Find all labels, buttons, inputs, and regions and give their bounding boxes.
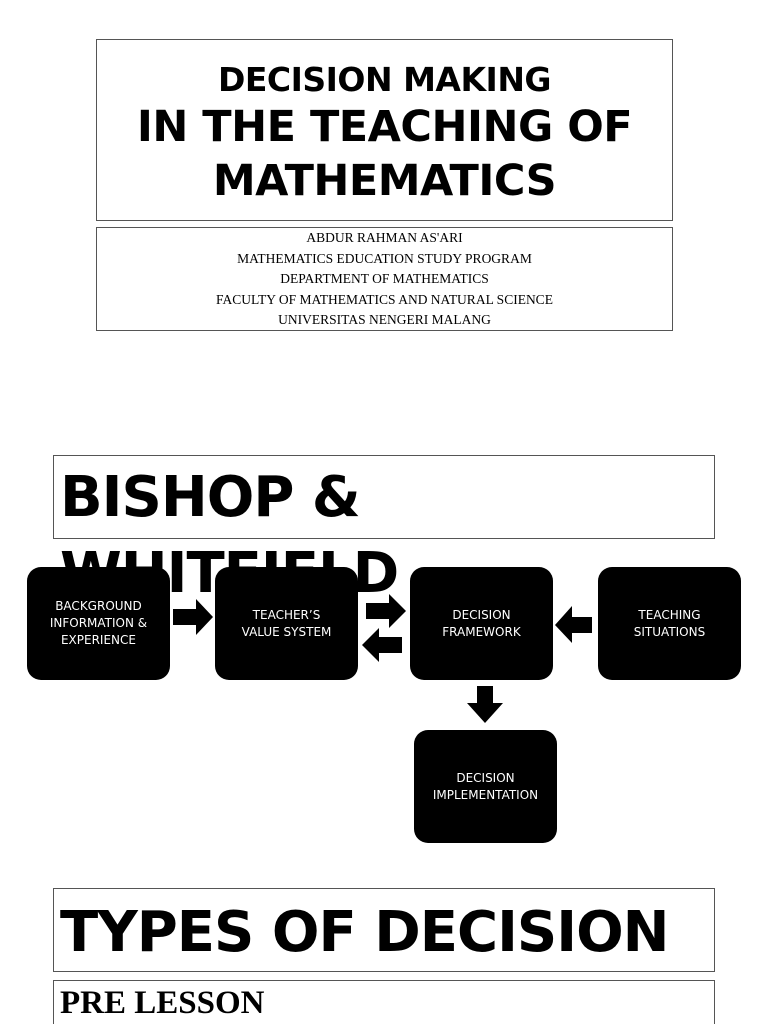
title-box: DECISION MAKING IN THE TEACHING OF MATHE…	[96, 39, 673, 221]
node-background-information: BACKGROUND INFORMATION & EXPERIENCE	[27, 567, 170, 680]
arrow-left-situations-to-framework	[555, 606, 592, 643]
node-teaching-situations: TEACHING SITUATIONS	[598, 567, 741, 680]
author-university: UNIVERSITAS NENGERI MALANG	[278, 312, 491, 327]
pre-lesson-box: PRE LESSON	[53, 980, 715, 1024]
author-name: ABDUR RAHMAN AS'ARI	[306, 230, 463, 245]
author-department: DEPARTMENT OF MATHEMATICS	[280, 271, 489, 286]
title-line-2: IN THE TEACHING OF	[136, 102, 633, 152]
title-line-1: DECISION MAKING	[217, 60, 552, 99]
types-of-decision-heading-box: TYPES OF DECISION	[53, 888, 715, 972]
arrow-left-framework-to-values	[362, 628, 402, 662]
pre-lesson-heading: PRE LESSON	[60, 985, 265, 1021]
bishop-whitfield-heading-box: BISHOP & WHITFIELD	[53, 455, 715, 606]
author-faculty: FACULTY OF MATHEMATICS AND NATURAL SCIEN…	[216, 291, 553, 307]
author-program: MATHEMATICS EDUCATION STUDY PROGRAM	[237, 250, 532, 266]
node-decision-framework: DECISION FRAMEWORK	[410, 567, 553, 680]
arrow-right-values-to-framework	[366, 594, 406, 628]
node-decision-implementation: DECISION IMPLEMENTATION	[414, 730, 557, 843]
title-line-3: MATHEMATICS	[212, 156, 557, 206]
arrow-down-framework-to-implementation	[467, 686, 503, 723]
node-teachers-value-system: TEACHER’S VALUE SYSTEM	[215, 567, 358, 680]
arrow-right-background-to-values	[173, 599, 213, 635]
types-of-decision-heading: TYPES OF DECISION	[60, 900, 670, 965]
author-box: ABDUR RAHMAN AS'ARI MATHEMATICS EDUCATIO…	[96, 227, 673, 331]
